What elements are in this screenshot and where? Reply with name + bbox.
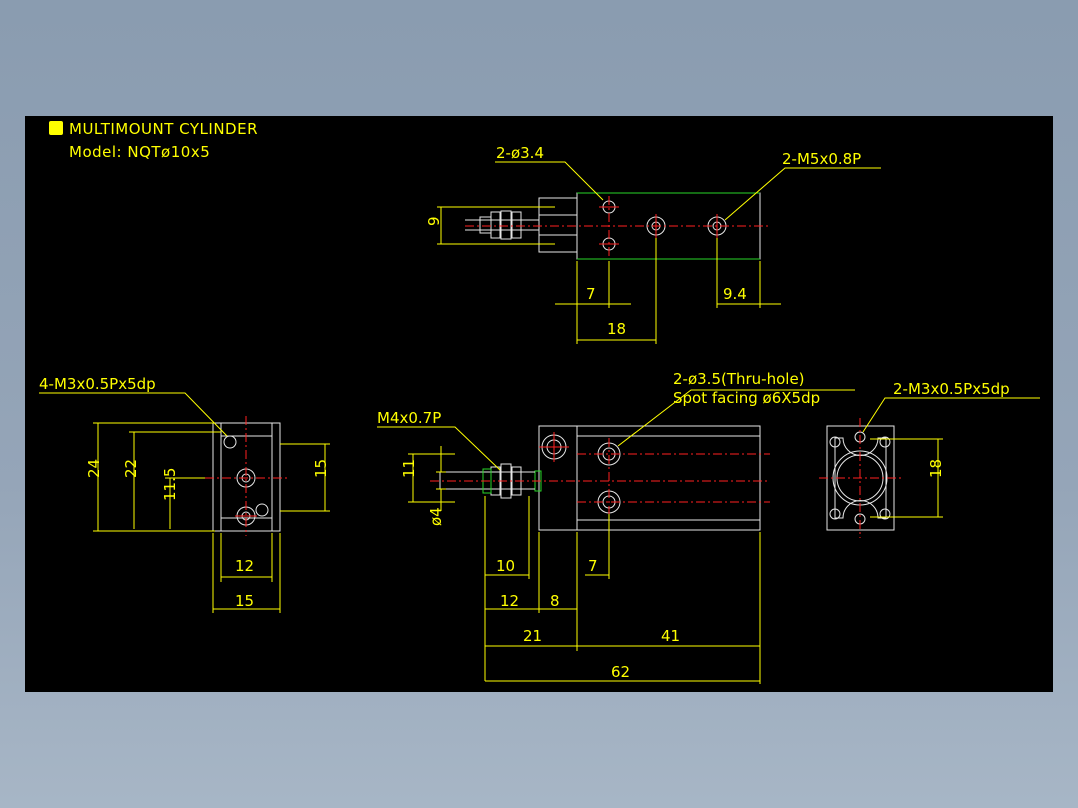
left-dim-24: 24 bbox=[85, 459, 103, 478]
title-square-icon bbox=[49, 121, 63, 135]
top-view: 2-ø3.4 2-M5x0.8P 9 7 9.4 18 bbox=[425, 144, 881, 344]
front-dim-41: 41 bbox=[661, 627, 680, 645]
drawing-title: MULTIMOUNT CYLINDER bbox=[69, 120, 258, 138]
front-dim-7: 7 bbox=[588, 557, 598, 575]
front-dim-12: 12 bbox=[500, 592, 519, 610]
top-dim-height: 9 bbox=[425, 216, 443, 226]
front-cap bbox=[538, 425, 578, 531]
cad-viewport[interactable]: MULTIMOUNT CYLINDER Model: NQTø10x5 bbox=[25, 116, 1053, 692]
front-body-outline bbox=[576, 425, 761, 531]
top-label-ports: 2-M5x0.8P bbox=[782, 150, 861, 168]
top-nut-2 bbox=[500, 210, 512, 240]
front-label-thru-hole: 2-ø3.5(Thru-hole) bbox=[673, 370, 805, 388]
top-dim-7: 7 bbox=[586, 285, 596, 303]
left-dim-12: 12 bbox=[235, 557, 254, 575]
front-dim-dia4: ø4 bbox=[427, 507, 445, 526]
front-dim-10: 10 bbox=[496, 557, 515, 575]
top-nut-3 bbox=[511, 211, 522, 239]
top-label-holes: 2-ø3.4 bbox=[496, 144, 544, 162]
left-dim-15-vertical: 15 bbox=[312, 459, 330, 478]
left-view: 4-M3x0.5Px5dp 24 22 11.5 15 12 15 bbox=[39, 375, 330, 613]
front-dim-62: 62 bbox=[611, 663, 630, 681]
left-dim-22: 22 bbox=[122, 459, 140, 478]
left-label-taps: 4-M3x0.5Px5dp bbox=[39, 375, 156, 393]
right-label-taps: 2-M3x0.5Px5dp bbox=[893, 380, 1010, 398]
front-dim-8: 8 bbox=[550, 592, 560, 610]
left-dim-11-5: 11.5 bbox=[161, 468, 179, 501]
left-tap-1 bbox=[223, 435, 237, 449]
top-collar bbox=[538, 197, 578, 253]
top-dim-18: 18 bbox=[607, 320, 626, 338]
front-view: M4x0.7P 2-ø3.5(Thru-hole) Spot facing ø6… bbox=[377, 370, 855, 684]
front-label-thread: M4x0.7P bbox=[377, 409, 441, 427]
top-dim-9-4: 9.4 bbox=[723, 285, 747, 303]
front-dim-21: 21 bbox=[523, 627, 542, 645]
left-dim-15-horizontal: 15 bbox=[235, 592, 254, 610]
top-nut-1 bbox=[490, 211, 501, 239]
right-dim-18: 18 bbox=[927, 459, 945, 478]
right-view: 2-M3x0.5Px5dp 18 bbox=[819, 380, 1040, 538]
cad-drawing: MULTIMOUNT CYLINDER Model: NQTø10x5 bbox=[39, 120, 1040, 684]
model-label: Model: NQTø10x5 bbox=[69, 143, 210, 161]
front-dim-11: 11 bbox=[400, 459, 418, 478]
left-tap-2 bbox=[255, 503, 269, 517]
front-label-spot-facing: Spot facing ø6X5dp bbox=[673, 389, 820, 407]
